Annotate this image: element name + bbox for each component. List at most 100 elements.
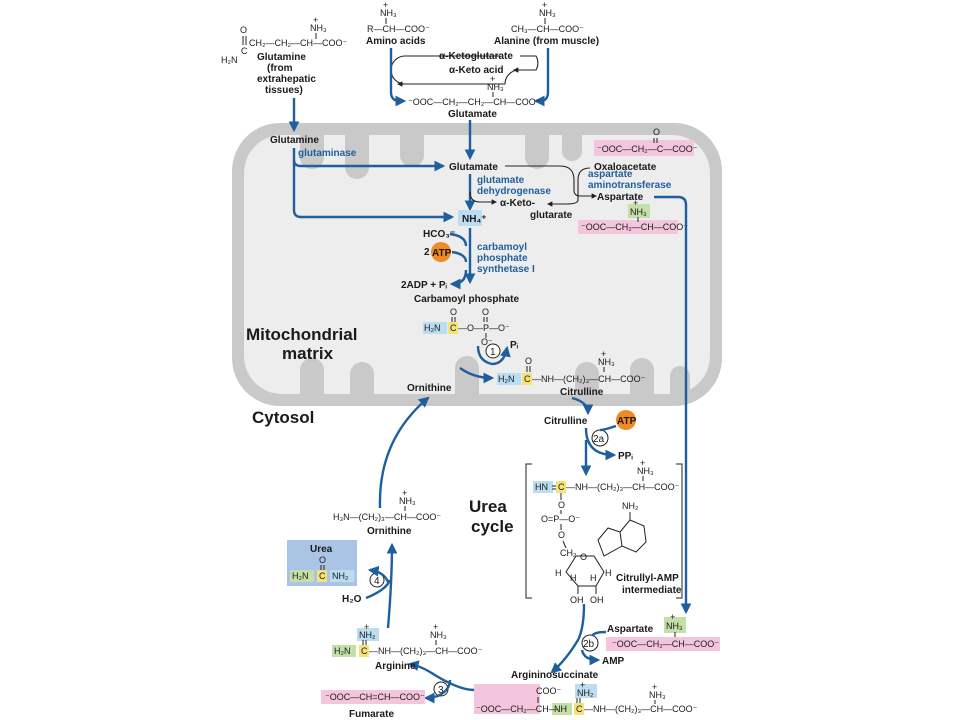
svg-text:H₃N—(CH₂)₃—CH—COO⁻: H₃N—(CH₂)₃—CH—COO⁻ [333,512,441,522]
svg-text:OH: OH [570,595,584,605]
svg-text:HN: HN [535,482,548,492]
svg-text:NH₃: NH₃ [637,466,654,476]
cps-enzyme-3: synthetase I [477,264,535,275]
atp-2a-circle [616,410,636,430]
aspartate-cyto-label: Aspartate [607,624,654,635]
glutamate-top-structure: + NH₃ ⁻OOC—CH₂—CH₂—CH—COO⁻ Glutamate [408,74,541,120]
arrow-hco3 [449,232,468,247]
citrulline-mito-label: Citrulline [560,387,604,398]
arginine-structure: + NH₂ H₂N C —NH—(CH₂)₃—CH—COO⁻ + NH₃ [332,622,483,657]
svg-text:NH₂: NH₂ [577,688,594,698]
svg-text:O: O [319,555,326,565]
svg-text:C: C [450,323,457,333]
svg-text:+: + [433,622,438,632]
argininosuccinate-structure: COO⁻ + NH₂ + NH₃ ⁻OOC—CH₂—CH— NH C —NH—(… [474,680,698,715]
svg-text:C: C [319,571,326,581]
svg-text:⁻OOC—CH₂—C—COO⁻: ⁻OOC—CH₂—C—COO⁻ [597,144,698,154]
arrow-arginine-to-ornithine [386,542,398,629]
svg-text:3: 3 [438,685,444,696]
glutaminase-enzyme: glutaminase [298,148,357,159]
two-atp-num: 2 [424,247,430,258]
svg-text:NH₃: NH₃ [380,8,397,18]
svg-text:O⁻: O⁻ [481,337,493,347]
step-1-marker [485,343,501,359]
svg-text:NH₃: NH₃ [598,357,615,367]
svg-text:R—CH—COO⁻: R—CH—COO⁻ [367,24,430,34]
svg-text:tissues): tissues) [265,85,303,96]
svg-text:NH: NH [554,704,567,714]
svg-text:NH₃: NH₃ [539,8,556,18]
atp-2a-label: ATP [617,416,637,427]
svg-text:O: O [558,500,565,510]
urea-cycle-label-1: Urea [469,497,507,516]
svg-text:⁻OOC—CH₂—CH—COO⁻: ⁻OOC—CH₂—CH—COO⁻ [581,222,688,232]
arrow-ornithine-into-mito [378,396,430,509]
aspartate-cyto-structure: + NH₃ ⁻OOC—CH₂—CH—COO⁻ [606,612,720,651]
arrow-to-arginine [407,660,475,692]
svg-text:NH₃: NH₃ [399,496,416,506]
glutamine-mito-label: Glutamine [270,135,319,146]
arrow-alanine-to-glutamate [533,48,550,107]
arrow-to-amp [580,649,601,666]
svg-text:H₂N: H₂N [334,646,351,656]
arginine-label: Arginine [375,661,416,672]
argininosuccinate-label: Argininosuccinate [511,670,599,681]
svg-text:NH₃: NH₃ [666,621,683,631]
svg-text:2a: 2a [593,434,605,445]
svg-text:C: C [576,704,583,714]
svg-text:—NH—(CH₂)₃—CH—COO⁻: —NH—(CH₂)₃—CH—COO⁻ [566,482,680,492]
svg-text:NH₃: NH₃ [430,630,447,640]
svg-text:+: + [633,198,638,208]
citrulline-mito-structure: O + NH₃ H₂N C —NH—(CH₂)₃—CH—COO⁻ [497,349,646,385]
amino-acids-name: Amino acids [366,36,426,47]
svg-text:O=P—O⁻: O=P—O⁻ [541,514,580,524]
arrow-ornithine-to-citrulline [459,367,495,384]
ornithine-cyto-structure: + NH₃ H₃N—(CH₂)₃—CH—COO⁻ [333,488,441,522]
svg-text:—NH—(CH₂)₃—CH—COO⁻: —NH—(CH₂)₃—CH—COO⁻ [369,646,483,656]
svg-text:C: C [558,482,565,492]
svg-text:O: O [653,127,660,137]
svg-text:2b: 2b [583,639,595,650]
pi-label: Pᵢ [510,340,519,351]
cytosol-label: Cytosol [252,408,314,427]
svg-text:(from: (from [267,63,293,74]
adp-pi-label: 2ADP + Pᵢ [401,280,448,291]
svg-text:—NH—(CH₂)₃—CH—COO⁻: —NH—(CH₂)₃—CH—COO⁻ [584,704,698,714]
arrow-citrulline-out [571,396,594,416]
svg-text:C: C [241,46,248,56]
aspartate-mito-label: Aspartate [597,192,644,203]
atp-circle [431,242,451,262]
transamination-loop: α-Ketoglutarate α-Keto acid [390,51,539,87]
arrow-adp [449,269,468,290]
citrullyl-amp-label-1: Citrullyl-AMP [616,573,679,584]
svg-text:+: + [652,682,657,692]
alanine-name: Alanine (from muscle) [494,36,599,47]
arrow-to-argininosuccinate [550,603,586,674]
fumarate-structure: ⁻OOC—CH=CH—COO⁻ [321,690,425,704]
alanine-structure: + NH₃ CH₃—CH—COO⁻ Alanine (from muscle) [494,0,599,47]
ornithine-mito-label: Ornithine [407,383,452,394]
ppi-label: PPᵢ [618,451,633,462]
svg-text:H: H [590,573,597,583]
svg-text:+: + [640,458,645,468]
arrow-aspartate-in [590,630,607,637]
arrow-aspartate-to-cytosol [654,195,692,615]
svg-text:O: O [580,552,587,562]
a-ketoglutarate-label: α-Ketoglutarate [439,51,513,62]
svg-text:+: + [313,15,318,25]
svg-text:+: + [402,488,407,498]
citrullyl-amp-structure: + NH₃ HN C —NH—(CH₂)₃—CH—COO⁻ O O=P—O⁻ O… [533,458,680,605]
svg-text:CH₂: CH₂ [560,548,577,558]
arrow-to-urea [367,565,390,583]
aspartate-mito-structure: + NH₃ ⁻OOC—CH₂—CH—COO⁻ [578,198,688,234]
svg-text:+: + [601,349,606,359]
mitochondrion [232,123,722,406]
svg-text:H: H [555,568,562,578]
svg-text:NH₃: NH₃ [487,82,504,92]
amino-acids-structure: + NH₃ R—CH—COO⁻ Amino acids [366,0,430,47]
glutamate-mito-label: Glutamate [449,162,498,173]
svg-text:NH₃: NH₃ [649,690,666,700]
arrow-atp-2a [599,424,617,432]
svg-text:+: + [670,612,675,622]
nh4-highlight [458,210,482,226]
